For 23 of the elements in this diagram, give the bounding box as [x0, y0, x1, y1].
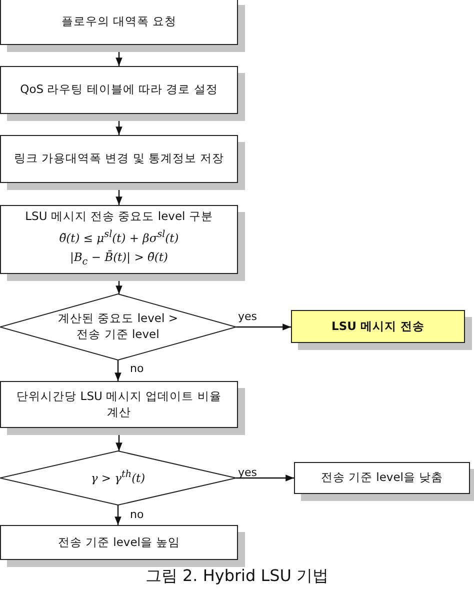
- arrow: [114, 505, 122, 525]
- arrow: [114, 360, 122, 381]
- node-text: QoS 라우팅 테이블에 따라 경로 설정: [20, 82, 218, 98]
- node-text: LSU 메시지 전송: [332, 318, 424, 334]
- edge-label: no: [130, 508, 144, 521]
- decision-diamond: [0, 294, 236, 360]
- node-text: 단위시간당 LSU 메시지 업데이트 비율 계산: [16, 388, 222, 420]
- node-text: 전송 기준 level을 높임: [58, 534, 180, 550]
- formula-text: |B$_{c}$ − B̄(t)| > θ̃(t): [70, 250, 168, 270]
- decision-diamond: [0, 451, 236, 505]
- edge-label: yes: [238, 466, 258, 479]
- node-text: 전송 기준 level을 낮춤: [320, 470, 444, 486]
- formula-text: θ̃(t) ≤ μ$^{sl}$(t) + βσ$^{sl}$(t): [59, 228, 179, 246]
- node-text: 링크 가용대역폭 변경 및 통계정보 저장: [14, 151, 224, 167]
- arrow: [236, 324, 291, 330]
- figure-caption: 그림 2. Hybrid LSU 기법: [145, 566, 329, 587]
- edge-label: yes: [238, 310, 258, 323]
- formula-text: γ > γ$^{th}$(t): [90, 469, 146, 487]
- arrow: [236, 474, 294, 482]
- edge-label: no: [130, 362, 144, 375]
- node-text: LSU 메시지 전송 중요도 level 구분: [25, 209, 213, 225]
- node-text: 플로우의 대역폭 요청: [61, 14, 177, 30]
- node-text: 계산된 중요도 level > 전송 기준 level: [58, 311, 178, 343]
